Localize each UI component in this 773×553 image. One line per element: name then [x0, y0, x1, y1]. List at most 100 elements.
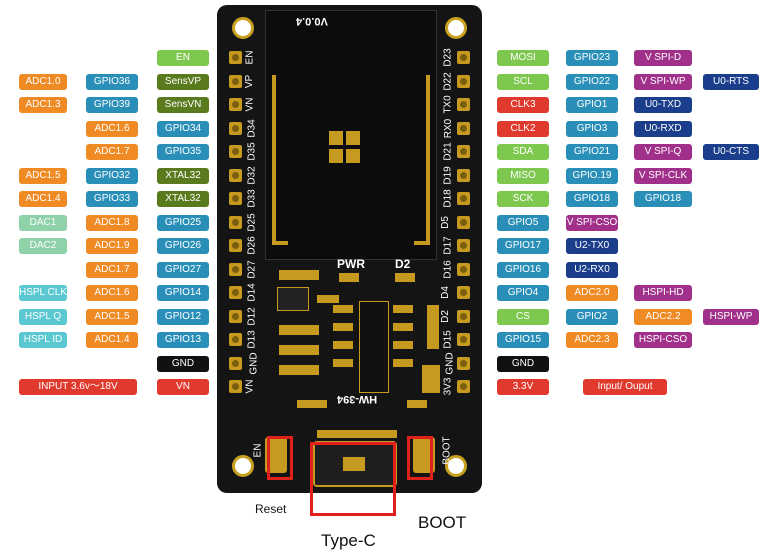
- left-pin-label: GPIO26: [157, 238, 209, 254]
- right-pin-label: U2-TX0: [566, 238, 618, 254]
- left-pin-silk: VN: [244, 379, 256, 394]
- header-pad: [457, 286, 470, 299]
- left-pin-silk: VP: [244, 74, 256, 88]
- smd-part: [297, 400, 327, 408]
- right-pin-label: U0-CTS: [703, 144, 759, 160]
- right-pin-label: GPIO16: [497, 261, 549, 278]
- module-ground-pad: [329, 131, 343, 145]
- left-pin-label: GPIO13: [157, 332, 209, 348]
- left-pin-label: ADC1.7: [86, 144, 138, 160]
- header-pad: [229, 168, 242, 182]
- smd-part: [393, 359, 413, 367]
- regulator-chip: [277, 287, 309, 311]
- header-pad: [457, 121, 470, 135]
- boot-button[interactable]: [413, 437, 435, 473]
- header-pad: [457, 262, 470, 276]
- right-pin-silk: D16: [442, 259, 454, 279]
- header-pad: [457, 356, 470, 370]
- smd-part: [393, 305, 413, 313]
- reset-caption: Reset: [255, 502, 287, 516]
- right-pin-label: GPIO1: [566, 97, 618, 113]
- module-ground-pad-4: [346, 149, 360, 163]
- smd-part: [317, 295, 339, 303]
- right-pin-label: GPIO23: [566, 50, 618, 66]
- left-pin-label: GPIO12: [157, 308, 209, 325]
- smd-part: [427, 305, 439, 349]
- left-pin-label: GPIO25: [157, 214, 209, 231]
- version-silk: V0.0.4: [296, 15, 328, 27]
- left-pin-label: GPIO32: [86, 167, 138, 184]
- right-pin-silk: D23: [442, 48, 454, 67]
- right-pin-silk: D17: [442, 236, 454, 255]
- right-pin-label: SCL: [497, 73, 549, 90]
- right-pin-silk: TX0: [442, 95, 454, 114]
- boot-button-highlight: [407, 436, 433, 480]
- left-pin-label: ADC1.4: [19, 191, 67, 207]
- right-pin-label: ADC2.2: [634, 308, 692, 325]
- header-pad: [229, 145, 242, 158]
- header-pad: [229, 309, 242, 323]
- header-pad: [457, 98, 470, 111]
- right-pin-silk: GND: [444, 351, 456, 375]
- right-pin-label: GPIO21: [566, 144, 618, 160]
- mounting-hole-bottom-left: [232, 455, 254, 477]
- left-pin-label: SensVP: [157, 73, 209, 90]
- header-pad: [457, 51, 470, 64]
- right-pin-label: MOSI: [497, 50, 549, 66]
- left-pin-label: ADC1.5: [86, 308, 138, 325]
- usb-uart-chip: [359, 301, 389, 393]
- header-pad: [457, 380, 470, 393]
- module-ground-pad-3: [329, 149, 343, 163]
- left-pin-label: ADC1.8: [86, 214, 138, 231]
- left-pin-silk: VN: [244, 97, 256, 112]
- right-pin-label: U0-RXD: [634, 120, 692, 137]
- left-pin-label: HSPL Q: [19, 308, 67, 325]
- header-pad: [229, 215, 242, 229]
- header-pad: [457, 309, 470, 323]
- right-pin-label: Input/ Ouput: [583, 379, 667, 395]
- mounting-hole-top-left: [232, 17, 254, 39]
- right-pin-label: HSPI-HD: [634, 285, 692, 301]
- right-pin-label: GPIO17: [497, 238, 549, 254]
- right-pin-label: ADC2.3: [566, 332, 618, 348]
- right-pin-label: GPIO4: [497, 285, 549, 301]
- pwr-led: [339, 273, 359, 282]
- smd-part: [333, 305, 353, 313]
- left-pin-label: HSPL CLK: [19, 285, 67, 301]
- smd-part: [333, 341, 353, 349]
- left-pin-label: XTAL32: [157, 167, 209, 184]
- left-pin-label: GPIO27: [157, 261, 209, 278]
- header-pad: [229, 74, 242, 88]
- header-pad: [457, 192, 470, 205]
- header-pad: [457, 74, 470, 88]
- left-pin-label: XTAL32: [157, 191, 209, 207]
- type-c-highlight: [310, 442, 396, 516]
- smd-part: [279, 325, 319, 335]
- left-pin-silk: D34: [246, 118, 258, 138]
- en-button[interactable]: [265, 437, 287, 473]
- right-pin-label: GPIO5: [497, 214, 549, 231]
- left-pin-silk: D13: [246, 330, 258, 349]
- left-pin-label: ADC1.0: [19, 73, 67, 90]
- left-pin-silk: GND: [248, 351, 260, 375]
- header-pad: [229, 333, 242, 346]
- left-pin-label: GPIO36: [86, 73, 138, 90]
- left-pin-silk: D14: [246, 283, 258, 302]
- right-pin-silk: 3V3: [442, 377, 454, 396]
- left-pin-label: ADC1.9: [86, 238, 138, 254]
- left-pin-label: HSPL ID: [19, 332, 67, 348]
- header-pad: [229, 356, 242, 370]
- smd-part: [279, 270, 319, 280]
- left-pin-label: ADC1.5: [19, 167, 67, 184]
- smd-part: [279, 365, 319, 375]
- right-pin-label: GPIO.19: [566, 167, 618, 184]
- right-pin-label: GND: [497, 355, 549, 372]
- right-pin-label: V SPI-Q: [634, 144, 692, 160]
- header-pad: [229, 192, 242, 205]
- right-pin-label: V SPI-WP: [634, 73, 692, 90]
- right-pin-silk: D4: [439, 286, 451, 299]
- left-pin-label: EN: [157, 50, 209, 66]
- right-pin-label: V SPI-D: [634, 50, 692, 66]
- left-pin-label: SensVN: [157, 97, 209, 113]
- usb-connector-pins: [317, 430, 397, 438]
